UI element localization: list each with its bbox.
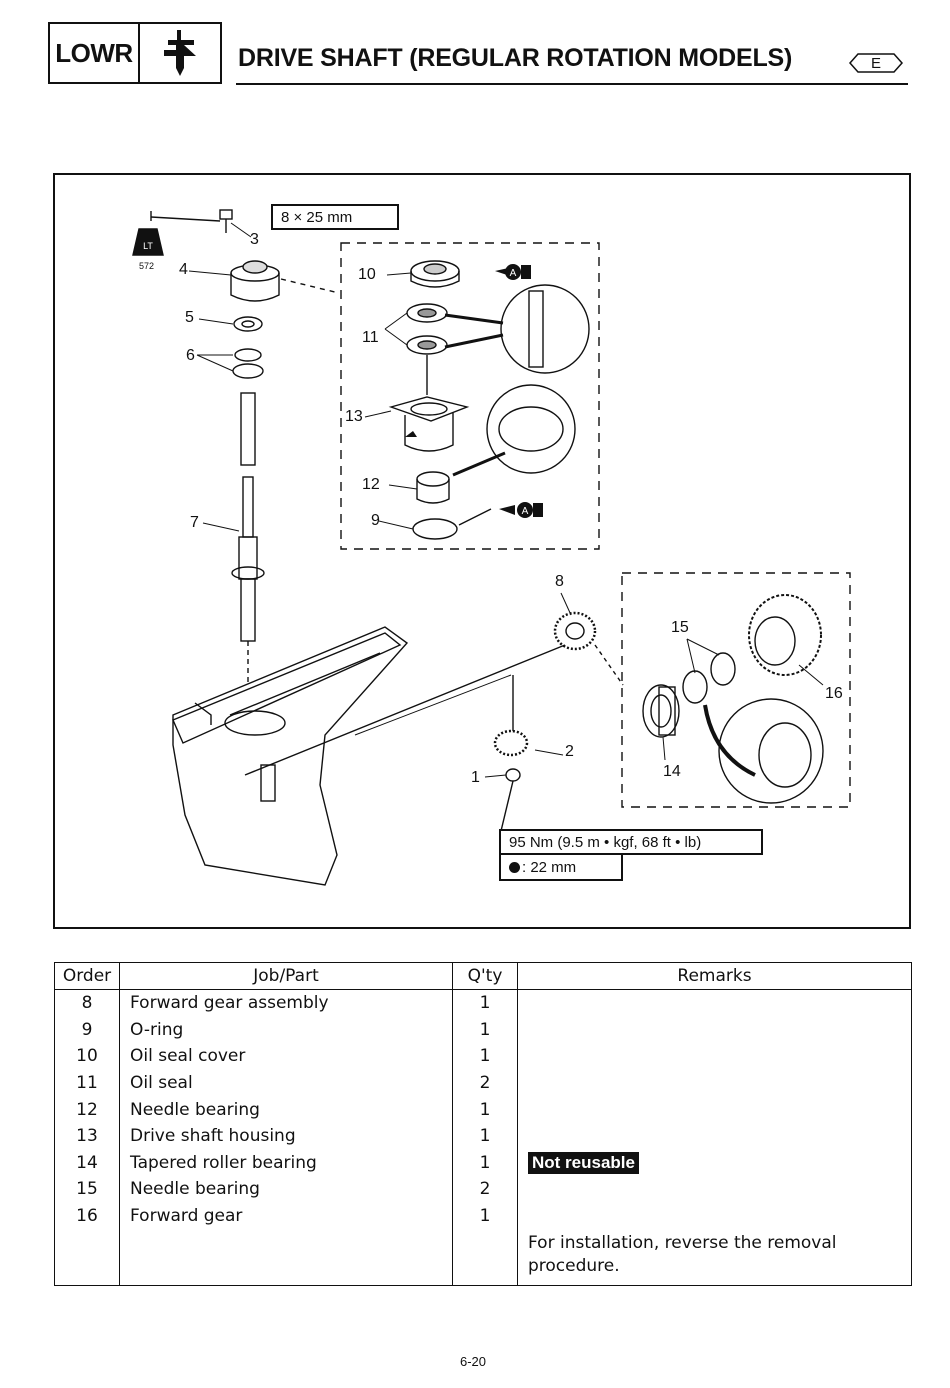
table-row: 14 Tapered roller bearing 1 Not reusable xyxy=(54,1149,912,1177)
empty-cell xyxy=(119,1229,453,1287)
row-part: Needle bearing xyxy=(119,1176,453,1203)
empty-cell xyxy=(452,1229,518,1287)
section-code: LOWR xyxy=(50,24,140,82)
row-remark xyxy=(517,1176,912,1203)
callout-12: 12 xyxy=(362,476,380,493)
bolt-size-label: 8 × 25 mm xyxy=(271,204,399,230)
grease-mark-bottom: A xyxy=(522,506,529,517)
row-order: 14 xyxy=(54,1149,120,1177)
table-row: 13 Drive shaft housing 1 xyxy=(54,1122,912,1150)
col-part: Job/Part xyxy=(119,962,453,990)
row-order: 9 xyxy=(54,1016,120,1044)
table-row: 8 Forward gear assembly 1 xyxy=(54,989,912,1017)
row-order: 10 xyxy=(54,1043,120,1070)
row-part: Forward gear xyxy=(119,1202,453,1230)
row-remark xyxy=(517,1069,912,1097)
row-qty: 1 xyxy=(452,989,518,1017)
table-row: 12 Needle bearing 1 xyxy=(54,1096,912,1123)
exploded-view-drawing: A A LT 572 xyxy=(132,209,851,886)
row-qty: 1 xyxy=(452,1202,518,1230)
row-order: 11 xyxy=(54,1069,120,1097)
callout-8: 8 xyxy=(555,573,564,590)
row-qty: 1 xyxy=(452,1122,518,1150)
row-qty: 1 xyxy=(452,1016,518,1044)
callout-13: 13 xyxy=(345,408,363,425)
torque-spec: 95 Nm (9.5 m • kgf, 68 ft • lb) xyxy=(499,829,763,855)
hex-nut-icon xyxy=(509,861,520,873)
wrench-size: : 22 mm xyxy=(522,858,577,876)
table-row-note: For installation, reverse the removal pr… xyxy=(54,1229,912,1287)
row-remark xyxy=(517,1043,912,1070)
table-row: 16 Forward gear 1 xyxy=(54,1202,912,1230)
threadlock-label: LT xyxy=(143,241,153,251)
callout-16: 16 xyxy=(825,685,843,702)
table-row: 10 Oil seal cover 1 xyxy=(54,1043,912,1070)
row-qty: 1 xyxy=(452,1096,518,1123)
threadlock-code: 572 xyxy=(139,261,154,271)
row-remark xyxy=(517,1096,912,1123)
row-order: 12 xyxy=(54,1096,120,1123)
page-number: 6-20 xyxy=(460,1354,487,1369)
not-reusable-badge: Not reusable xyxy=(528,1151,639,1174)
row-part: Drive shaft housing xyxy=(119,1122,453,1150)
row-part: Oil seal xyxy=(119,1069,453,1097)
row-order: 8 xyxy=(54,989,120,1017)
callout-6: 6 xyxy=(186,347,195,364)
empty-cell xyxy=(54,1229,120,1287)
callout-9: 9 xyxy=(371,512,380,529)
row-part: Tapered roller bearing xyxy=(119,1149,453,1177)
table-row: 11 Oil seal 2 xyxy=(54,1069,912,1097)
table-row: 15 Needle bearing 2 xyxy=(54,1176,912,1203)
exploded-view-figure: A A LT 572 xyxy=(53,173,911,929)
row-remark xyxy=(517,989,912,1017)
callout-3: 3 xyxy=(250,231,259,248)
callout-15: 15 xyxy=(671,619,689,636)
wrench-size-box: : 22 mm xyxy=(499,855,623,881)
row-qty: 2 xyxy=(452,1176,518,1203)
row-part: Oil seal cover xyxy=(119,1043,453,1070)
row-part: Forward gear assembly xyxy=(119,989,453,1017)
row-remark xyxy=(517,1202,912,1230)
row-remark xyxy=(517,1122,912,1150)
col-order: Order xyxy=(54,962,120,990)
title-rule xyxy=(236,83,908,85)
callout-7: 7 xyxy=(190,514,199,531)
col-qty: Q'ty xyxy=(452,962,518,990)
row-order: 16 xyxy=(54,1202,120,1230)
callout-14: 14 xyxy=(663,763,681,780)
callout-1: 1 xyxy=(471,769,480,786)
row-remark xyxy=(517,1016,912,1044)
page-title: DRIVE SHAFT (REGULAR ROTATION MODELS) xyxy=(238,44,793,72)
row-remark: Not reusable xyxy=(517,1149,912,1177)
callout-10: 10 xyxy=(358,266,376,283)
installation-note: For installation, reverse the removal pr… xyxy=(517,1229,912,1287)
table-row: 9 O-ring 1 xyxy=(54,1016,912,1044)
table-header-row: Order Job/Part Q'ty Remarks xyxy=(54,962,912,990)
row-order: 13 xyxy=(54,1122,120,1150)
callout-11: 11 xyxy=(362,329,379,346)
row-part: Needle bearing xyxy=(119,1096,453,1123)
language-letter: E xyxy=(871,55,881,72)
col-remarks: Remarks xyxy=(517,962,912,990)
callout-2: 2 xyxy=(565,743,574,760)
callout-4: 4 xyxy=(179,261,188,278)
lower-unit-icon xyxy=(140,24,220,82)
language-mark: E xyxy=(848,52,904,74)
grease-mark-top: A xyxy=(510,268,517,279)
row-part: O-ring xyxy=(119,1016,453,1044)
row-qty: 1 xyxy=(452,1149,518,1177)
row-qty: 2 xyxy=(452,1069,518,1097)
section-tab: LOWR xyxy=(48,22,222,84)
row-qty: 1 xyxy=(452,1043,518,1070)
installation-note-text: For installation, reverse the removal pr… xyxy=(528,1233,837,1277)
parts-table: Order Job/Part Q'ty Remarks 8 Forward ge… xyxy=(54,962,912,1287)
callout-5: 5 xyxy=(185,309,194,326)
row-order: 15 xyxy=(54,1176,120,1203)
